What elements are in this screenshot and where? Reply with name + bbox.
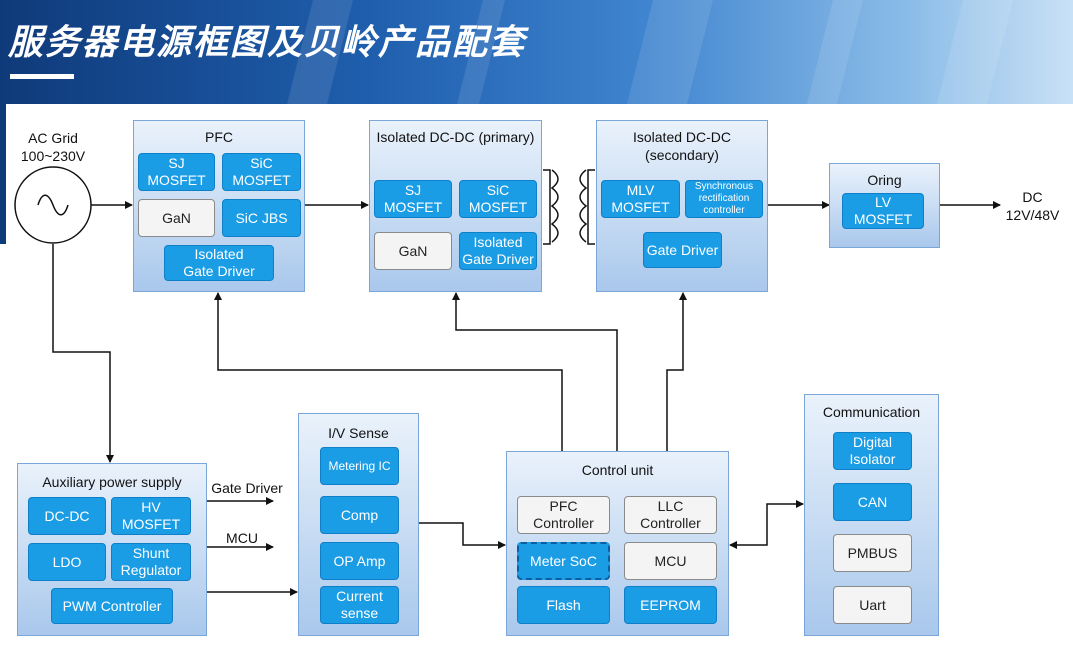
aux-pwm-controller[interactable]: PWM Controller: [51, 588, 173, 624]
iv-current-sense[interactable]: Current sense: [320, 586, 399, 624]
control-pfc-controller[interactable]: PFC Controller: [517, 496, 610, 534]
aux-gate-driver-label: Gate Driver: [211, 480, 283, 496]
comm-uart[interactable]: Uart: [833, 586, 912, 624]
aux-mcu-label: MCU: [226, 530, 258, 546]
page-title: 服务器电源框图及贝岭产品配套: [8, 23, 527, 63]
primary-sic-mosfet[interactable]: SiC MOSFET: [459, 180, 537, 218]
left-accent-strip: [0, 104, 6, 244]
primary-isolated-gate-driver[interactable]: Isolated Gate Driver: [459, 232, 537, 270]
comm-digital-isolator[interactable]: Digital Isolator: [833, 432, 912, 470]
aux-hv-mosfet[interactable]: HV MOSFET: [111, 497, 191, 535]
aux-shunt-regulator[interactable]: Shunt Regulator: [111, 543, 191, 581]
header-banner: 服务器电源框图及贝岭产品配套: [0, 0, 1073, 104]
control-flash[interactable]: Flash: [517, 586, 610, 624]
wire-control-comm: [729, 500, 804, 549]
sine-wave-icon: [37, 194, 69, 216]
dcdc-secondary-block: Isolated DC-DC (secondary) MLV MOSFET Sy…: [596, 120, 768, 292]
wire-iv-control: [418, 522, 506, 549]
transformer-secondary-coil: [579, 169, 588, 243]
pfc-sic-jbs[interactable]: SiC JBS: [222, 199, 301, 237]
transformer-primary-coil: [550, 169, 559, 243]
primary-sj-mosfet[interactable]: SJ MOSFET: [374, 180, 452, 218]
pfc-block: PFC SJ MOSFET SiC MOSFET GaN SiC JBS Iso…: [133, 120, 305, 292]
iv-sense-title: I/V Sense: [328, 425, 389, 441]
dcdc-primary-block: Isolated DC-DC (primary) SJ MOSFET SiC M…: [369, 120, 542, 292]
communication-title: Communication: [822, 404, 921, 420]
oring-block: Oring LV MOSFET: [829, 163, 940, 248]
pfc-gan[interactable]: GaN: [138, 199, 215, 237]
comm-pmbus[interactable]: PMBUS: [833, 534, 912, 572]
iv-metering-ic[interactable]: Metering IC: [320, 447, 399, 485]
communication-block: Communication Digital Isolator CAN PMBUS…: [804, 394, 939, 636]
control-meter-soc[interactable]: Meter SoC: [517, 542, 610, 580]
oring-lv-mosfet[interactable]: LV MOSFET: [842, 193, 924, 229]
wire-source-aux: [52, 244, 114, 463]
dcdc-secondary-title: Isolated DC-DC (secondary): [632, 129, 732, 163]
aux-block: Auxiliary power supply DC-DC HV MOSFET L…: [17, 463, 207, 636]
control-mcu[interactable]: MCU: [624, 542, 717, 580]
transformer-left: [543, 169, 551, 245]
pfc-sic-mosfet[interactable]: SiC MOSFET: [222, 153, 301, 191]
aux-dcdc[interactable]: DC-DC: [28, 497, 106, 535]
pfc-isolated-gate-driver[interactable]: Isolated Gate Driver: [164, 245, 274, 281]
control-unit-block: Control unit PFC Controller LLC Controll…: [506, 451, 729, 636]
oring-title: Oring: [867, 172, 902, 188]
title-underline: [10, 74, 74, 79]
ac-grid-label: AC Grid 100~230V: [20, 130, 86, 164]
aux-ldo[interactable]: LDO: [28, 543, 106, 581]
pfc-title: PFC: [205, 129, 233, 145]
dc-output-label: DC 12V/48V: [1005, 189, 1060, 223]
secondary-sync-rect-controller[interactable]: Synchronous rectification controller: [685, 180, 763, 218]
wire-control-secondary: [666, 292, 687, 451]
secondary-mlv-mosfet[interactable]: MLV MOSFET: [601, 180, 680, 218]
control-llc-controller[interactable]: LLC Controller: [624, 496, 717, 534]
iv-comp[interactable]: Comp: [320, 496, 399, 534]
control-unit-title: Control unit: [581, 462, 654, 478]
primary-gan[interactable]: GaN: [374, 232, 452, 270]
wire-control-primary: [452, 292, 618, 451]
secondary-gate-driver[interactable]: Gate Driver: [643, 232, 722, 268]
iv-sense-block: I/V Sense Metering IC Comp OP Amp Curren…: [298, 413, 419, 636]
wire-control-pfc: [214, 292, 563, 451]
dcdc-primary-title: Isolated DC-DC (primary): [376, 129, 535, 145]
transformer-right: [587, 169, 595, 245]
comm-can[interactable]: CAN: [833, 483, 912, 521]
aux-title: Auxiliary power supply: [42, 474, 182, 490]
control-eeprom[interactable]: EEPROM: [624, 586, 717, 624]
pfc-sj-mosfet[interactable]: SJ MOSFET: [138, 153, 215, 191]
iv-op-amp[interactable]: OP Amp: [320, 542, 399, 580]
